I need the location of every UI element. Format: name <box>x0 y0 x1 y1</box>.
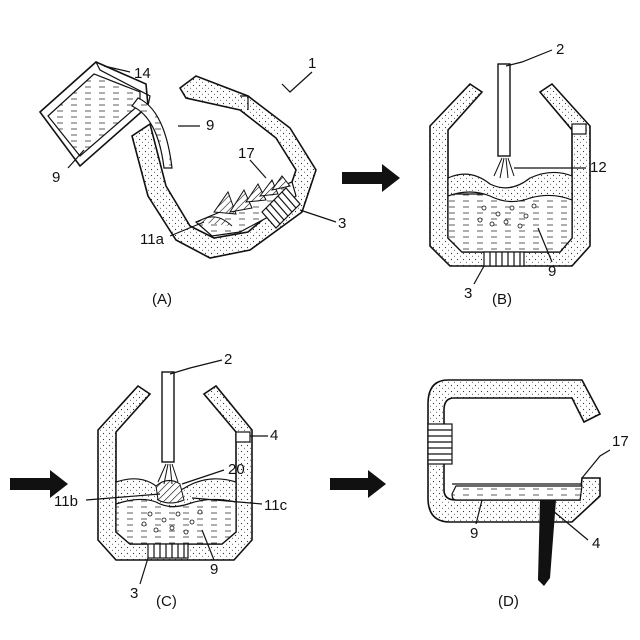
arrow-c-to-d <box>330 470 386 498</box>
label-slag-11c: 11c <box>264 497 288 514</box>
label-slag-11b: 11b <box>54 493 78 510</box>
caption-b: (B) <box>492 291 512 308</box>
panel-b: 2 12 3 9 (B) <box>430 41 607 308</box>
tapping-stream-d <box>538 500 556 586</box>
label-gas-20: 20 <box>228 461 245 478</box>
label-scrap-17-a: 17 <box>238 145 255 162</box>
caption-a: (A) <box>152 291 172 308</box>
lance-c <box>162 372 174 462</box>
molten-metal-d <box>452 486 582 500</box>
bottom-tuyere-b <box>484 252 524 266</box>
label-hot-metal-9-stream: 9 <box>206 117 214 134</box>
molten-metal-b <box>448 194 572 252</box>
label-taphole-4-c: 4 <box>270 427 278 444</box>
label-jet-12: 12 <box>590 159 607 176</box>
converter-wall-d <box>428 380 600 522</box>
label-metal-9-c: 9 <box>210 561 218 578</box>
arrow-a-to-b <box>342 164 400 192</box>
label-tuyere-3-b: 3 <box>464 285 472 302</box>
panel-d: 17 9 4 (D) <box>428 380 629 610</box>
panel-c: 2 4 20 11b 11c 3 9 (C) <box>54 351 288 610</box>
side-tuyere-d <box>428 424 452 464</box>
label-lance-2-b: 2 <box>556 41 564 58</box>
label-metal-9-d: 9 <box>470 525 478 542</box>
label-scrap-17-d: 17 <box>612 433 629 450</box>
label-hot-metal-9-ladle: 9 <box>52 169 60 186</box>
label-tuyere-3-c: 3 <box>130 585 138 602</box>
label-furnace-1: 1 <box>308 55 316 72</box>
gas-zone-20 <box>156 480 184 503</box>
taphole-c <box>236 432 250 442</box>
taphole-b <box>572 124 586 134</box>
bottom-tuyere-c <box>148 544 188 558</box>
lance-b <box>498 64 510 156</box>
label-tuyere-3-a: 3 <box>338 215 346 232</box>
label-taphole-4-d: 4 <box>592 535 600 552</box>
label-slag-11a: 11a <box>140 231 165 248</box>
caption-d: (D) <box>498 593 519 610</box>
label-ladle-14: 14 <box>134 65 151 82</box>
oxygen-jet-b <box>494 158 514 178</box>
panel-a: 1 14 9 9 17 3 11a (A) <box>40 55 346 308</box>
label-lance-2-c: 2 <box>224 351 232 368</box>
caption-c: (C) <box>156 593 177 610</box>
label-metal-9-b: 9 <box>548 263 556 280</box>
